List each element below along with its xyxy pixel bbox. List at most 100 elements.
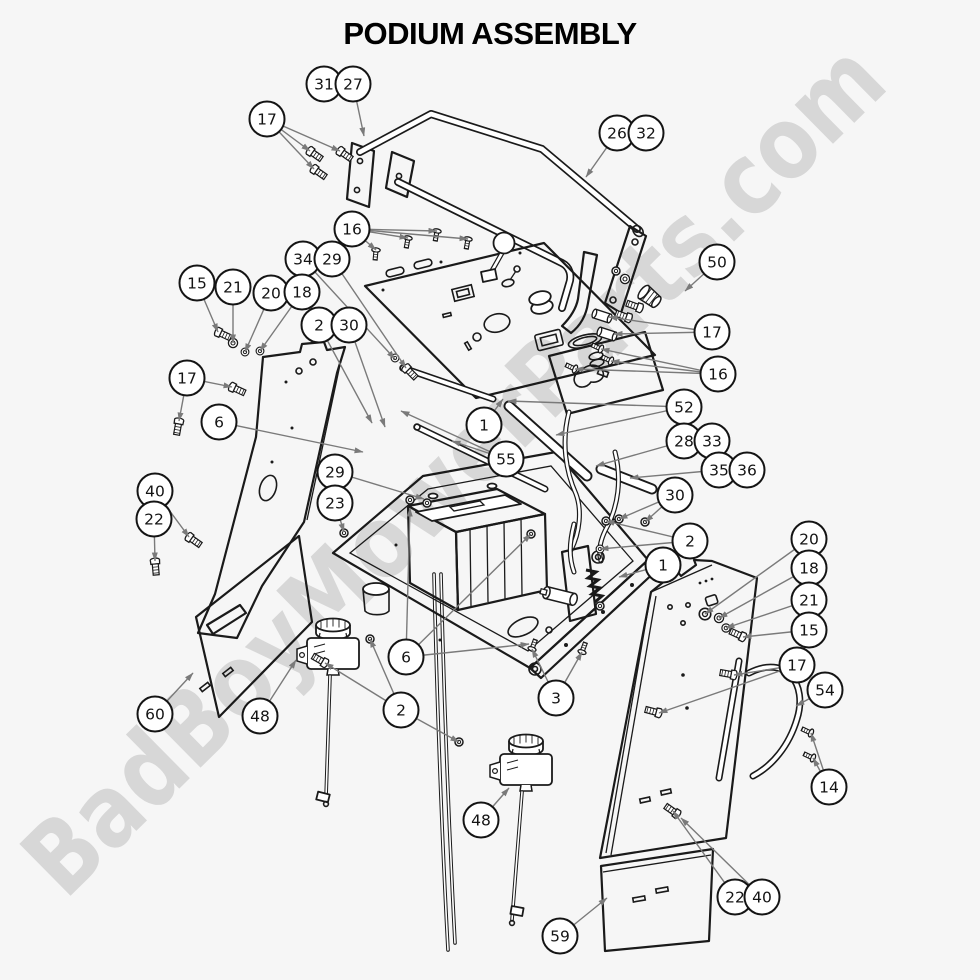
callout-number: 31 — [314, 76, 334, 94]
callout-number: 23 — [325, 495, 345, 513]
callout-17: 17 — [778, 646, 816, 684]
callout-number: 33 — [702, 433, 722, 451]
callout-number: 29 — [325, 464, 345, 482]
leader-line — [658, 664, 798, 714]
callout-33: 33 — [693, 422, 731, 460]
callout-balloon — [136, 695, 174, 733]
callout-number: 28 — [674, 433, 694, 451]
callout-balloon — [248, 100, 286, 138]
callout-number: 3 — [551, 690, 561, 708]
callout-2: 2 — [671, 522, 709, 560]
callout-number: 54 — [815, 682, 835, 700]
callout-20: 20 — [252, 274, 290, 312]
callout-number: 21 — [799, 592, 819, 610]
callout-number: 34 — [293, 251, 313, 269]
leader-line — [351, 228, 469, 242]
leader-line — [704, 538, 810, 615]
callout-balloon — [699, 355, 737, 393]
callout-60: 60 — [136, 695, 174, 733]
callout-34: 34 — [284, 240, 322, 278]
callout-balloon — [693, 313, 731, 351]
callout-balloon — [790, 611, 828, 649]
callout-36: 36 — [728, 451, 766, 489]
battery — [339, 482, 549, 612]
callout-balloon — [743, 878, 781, 916]
callout-number: 16 — [342, 221, 362, 239]
callout-balloon — [656, 476, 694, 514]
callout-52: 52 — [665, 388, 703, 426]
callout-23: 23 — [316, 484, 354, 522]
callout-number: 20 — [799, 531, 819, 549]
callout-15: 15 — [178, 264, 216, 302]
callout-number: 1 — [479, 417, 489, 435]
left-side-panel — [196, 340, 347, 640]
brake-mechanism — [539, 521, 606, 623]
callout-6: 6 — [200, 403, 238, 441]
callout-number: 35 — [709, 462, 729, 480]
callout-number: 29 — [322, 251, 342, 269]
callout-balloon — [644, 546, 682, 584]
callout-number: 15 — [187, 275, 207, 293]
callout-number: 2 — [314, 317, 324, 335]
callout-number: 18 — [292, 284, 312, 302]
callout-16: 16 — [699, 355, 737, 393]
access-panel-60 — [194, 534, 314, 719]
callout-18: 18 — [790, 549, 828, 587]
callout-number: 60 — [145, 706, 165, 724]
flange-cutout — [573, 364, 605, 388]
callout-40: 40 — [136, 472, 174, 510]
callout-17: 17 — [168, 359, 206, 397]
callout-1: 1 — [465, 406, 503, 444]
callout-balloon — [465, 406, 503, 444]
callout-balloon — [698, 243, 736, 281]
callout-6: 6 — [387, 638, 425, 676]
callout-number: 17 — [702, 324, 722, 342]
leader-line — [405, 507, 413, 658]
callout-balloon — [135, 500, 173, 538]
callout-balloon — [541, 917, 579, 955]
callout-balloon — [806, 671, 844, 709]
leader-line — [318, 324, 373, 424]
callout-balloon — [778, 646, 816, 684]
callout-17: 17 — [248, 100, 286, 138]
callout-balloon — [810, 768, 848, 806]
callout-number: 30 — [339, 317, 359, 335]
handle-assembly — [345, 110, 648, 335]
callout-number: 26 — [607, 125, 627, 143]
callout-number: 20 — [261, 285, 281, 303]
callout-59: 59 — [541, 917, 579, 955]
callout-30: 30 — [330, 306, 368, 344]
callout-26: 26 — [598, 114, 636, 152]
callout-balloon — [313, 240, 351, 278]
leader-line — [405, 533, 532, 658]
leader-line — [600, 347, 719, 375]
callout-number: 32 — [636, 125, 656, 143]
callout-48: 48 — [241, 697, 279, 735]
callout-17: 17 — [693, 313, 731, 351]
callout-2: 2 — [382, 691, 420, 729]
callout-number: 17 — [257, 111, 277, 129]
callout-29: 29 — [313, 240, 351, 278]
battery-tray — [331, 450, 661, 680]
callout-number: 50 — [707, 254, 727, 272]
control-rods — [399, 364, 658, 564]
callout-balloon — [168, 359, 206, 397]
leader-line — [680, 817, 763, 898]
callout-balloon — [537, 679, 575, 717]
diagram-title: PODIUM ASSEMBLY — [343, 16, 637, 51]
callout-21: 21 — [214, 268, 252, 306]
callout-number: 6 — [401, 649, 411, 667]
callout-balloon — [178, 264, 216, 302]
callout-3: 3 — [537, 679, 575, 717]
callout-55: 55 — [487, 440, 525, 478]
callout-20: 20 — [790, 520, 828, 558]
callout-number: 27 — [343, 76, 363, 94]
reservoir-right — [489, 733, 553, 927]
leader-line — [574, 366, 719, 375]
callout-balloon — [200, 403, 238, 441]
callout-number: 52 — [674, 399, 694, 417]
callout-balloon — [214, 268, 252, 306]
callout-balloon — [334, 65, 372, 103]
